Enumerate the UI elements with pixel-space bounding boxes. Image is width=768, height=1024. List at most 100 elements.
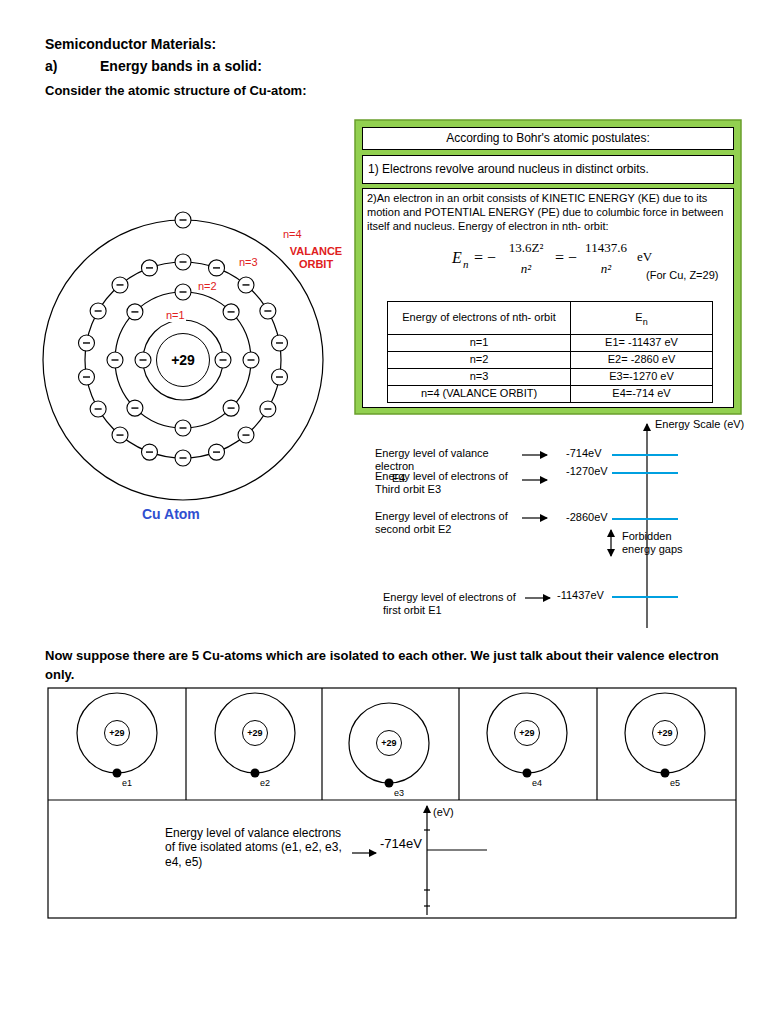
electron-symbol — [107, 352, 123, 368]
isolated-orbit — [487, 693, 567, 773]
electron-symbol — [223, 400, 239, 416]
table-cell: n=1 — [387, 334, 571, 352]
node-text: +29 — [171, 352, 195, 369]
bohr-frame — [355, 120, 741, 414]
table-cell: E1= -11437 eV — [570, 334, 713, 352]
nucleus-circle: +29 — [652, 720, 678, 746]
isolated-orbit — [349, 703, 429, 783]
electron-symbol — [242, 284, 249, 285]
table-cell: E3=-1270 eV — [570, 368, 713, 386]
cu-orbits — [85, 262, 281, 458]
isolated-energy-axis — [424, 889, 430, 890]
level-description: Energy level of valance electrons of fiv… — [165, 826, 350, 869]
valence-electron-dot — [113, 769, 122, 778]
formula-denominator: n² — [500, 261, 552, 277]
table-cell: n=3 — [387, 368, 571, 386]
table-cell: E2= -2860 eV — [570, 351, 713, 369]
cu-orbits — [43, 220, 323, 500]
electron-symbol — [175, 212, 191, 228]
level-value: -2860eV — [566, 511, 608, 524]
electron-symbol — [141, 260, 157, 276]
valence-electron-dot — [113, 769, 670, 788]
electron-symbol — [238, 277, 254, 293]
energy-level-line — [612, 454, 678, 456]
electron-symbol — [209, 444, 225, 460]
electron-symbol — [175, 284, 191, 300]
electron-symbol — [180, 427, 187, 428]
electron-symbol — [272, 335, 288, 351]
isolated-energy-axis — [424, 829, 430, 830]
intro-text: Consider the atomic structure of Cu-atom… — [45, 83, 306, 99]
energy-scale — [522, 454, 547, 455]
electron-symbol — [83, 376, 90, 377]
page-title: Semiconductor Materials: — [45, 36, 216, 53]
electron-symbol — [215, 352, 231, 368]
electron-symbol — [248, 359, 255, 360]
electron-symbol — [260, 303, 276, 319]
formula-operator: = − — [474, 248, 496, 267]
cu-orbits — [143, 320, 223, 400]
electron-symbol — [146, 451, 153, 452]
postulate-title-box: According to Bohr's atomic postulates: — [362, 127, 734, 150]
table-cell-text: Energy of electrons of nth- orbit — [402, 311, 555, 324]
electron-symbol — [260, 401, 276, 417]
valence-electron-dot — [251, 769, 260, 778]
electron-symbol — [146, 267, 153, 268]
node-text: According to Bohr's atomic postulates: — [363, 131, 733, 145]
nucleus-circle: +29 — [376, 730, 402, 756]
energy-scale — [522, 517, 547, 518]
section-number: a) — [45, 58, 57, 75]
isolated-orbit — [625, 693, 705, 773]
nucleus-circle: +29 — [156, 333, 210, 387]
energy-scale — [610, 530, 611, 556]
nucleus-circle: +29 — [514, 720, 540, 746]
electron-symbol — [243, 352, 259, 368]
nucleus-circle: +29 — [242, 720, 268, 746]
isolated-energy-axis — [426, 806, 427, 915]
gap-label: Forbidden energy gaps — [622, 530, 692, 556]
energy-level-line — [612, 472, 678, 474]
electron-symbol — [276, 376, 283, 377]
electron-symbol — [141, 444, 157, 460]
table-cell-text: E3=-1270 eV — [609, 370, 674, 383]
level-value: -714eV — [380, 836, 422, 852]
electron-label: e2 — [260, 778, 270, 789]
isolated-energy-axis — [352, 806, 487, 915]
level-description: Energy level of electrons of Third orbit… — [375, 470, 525, 496]
node-text: +29 — [247, 728, 262, 739]
isolated-atoms-frame — [185, 688, 186, 800]
energy-level-line — [612, 596, 678, 598]
table-cell-text: n — [643, 317, 648, 328]
isolated-energy-axis — [352, 852, 376, 853]
formula-numerator: 11437.6 — [578, 240, 634, 256]
formula-numerator: 13.6Z² — [500, 240, 552, 256]
electron-symbol — [112, 359, 119, 360]
electron-symbol — [264, 310, 271, 311]
electron-label: e5 — [670, 778, 680, 789]
isolated-atoms-frame — [458, 688, 459, 800]
electron-symbol — [180, 219, 187, 220]
electron-symbol — [272, 369, 288, 385]
energy-level-line — [612, 455, 678, 597]
orbit-label: n=3 — [238, 256, 259, 269]
electron-symbol — [78, 212, 287, 466]
isolated-atoms-frame — [48, 688, 736, 918]
table-cell: E4=-714 eV — [570, 385, 713, 403]
electron-symbol — [117, 434, 124, 435]
electron-symbol — [238, 427, 254, 443]
node-text: +29 — [519, 728, 534, 739]
orbit-label: n=1 — [165, 309, 186, 322]
electron-symbol — [78, 335, 94, 351]
table-cell-text: n=1 — [470, 336, 489, 349]
energy-level-line — [612, 518, 678, 520]
table-cell: Energy of electrons of nth- orbit — [387, 301, 571, 335]
electron-symbol — [78, 369, 94, 385]
electron-symbol — [180, 261, 187, 262]
table-cell-text: E4=-714 eV — [612, 387, 670, 400]
orbit-label: n=4 — [282, 228, 303, 241]
formula-denominator: n² — [578, 261, 634, 277]
node-text: +29 — [381, 738, 396, 749]
nucleus-circle: +29 — [104, 720, 130, 746]
electron-symbol — [213, 267, 220, 268]
electron-symbol — [127, 400, 143, 416]
